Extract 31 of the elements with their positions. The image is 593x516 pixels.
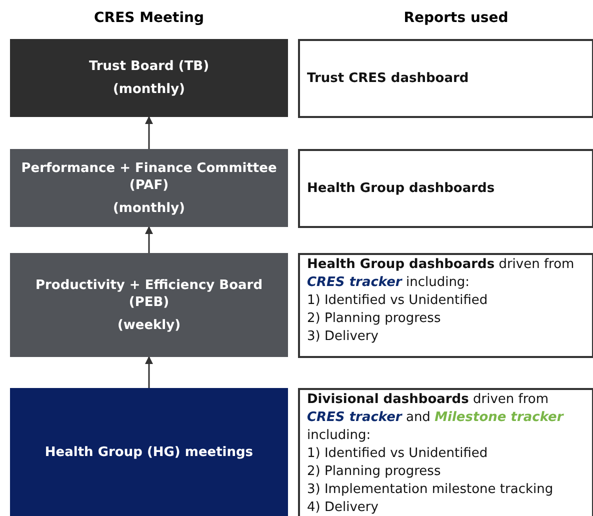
meeting-frequency: (monthly) (112, 200, 185, 216)
list-item: 2) Planning progress (307, 310, 442, 328)
list-item: 3) Implementation milestone tracking (307, 481, 554, 499)
report-name: Trust CRES dashboard (307, 70, 470, 88)
report-box (298, 39, 593, 118)
arrow (145, 356, 153, 388)
report-box (298, 149, 593, 228)
column-heading: CRES Meeting (94, 9, 204, 28)
meeting-name: Performance + Finance Committee (PAF) (20, 160, 278, 194)
list-item: 1) Identified vs Unidentified (307, 292, 489, 310)
meeting-box (10, 39, 288, 117)
list-item: 4) Delivery (307, 499, 380, 516)
meeting-name: Productivity + Efficiency Board (PEB) (34, 276, 264, 310)
meeting-name: Trust Board (TB) (88, 58, 210, 75)
meeting-name: Health Group (HG) meetings (44, 444, 254, 460)
list-item: 2) Planning progress (307, 463, 442, 481)
meeting-frequency: (weekly) (117, 316, 181, 334)
column-heading: Reports used (404, 9, 508, 28)
meeting-frequency: (monthly) (112, 81, 185, 98)
meeting-box (10, 388, 288, 516)
report-description: Divisional dashboards driven from CRES tracker and Milestone tracker including: (307, 391, 565, 445)
meeting-box (10, 149, 288, 227)
report-box (298, 388, 593, 516)
list-item: 1) Identified vs Unidentified (307, 445, 489, 463)
arrow (145, 116, 153, 149)
meeting-box (10, 253, 288, 357)
report-box (298, 253, 593, 358)
report-name: Health Group dashboards (307, 180, 496, 198)
arrow (145, 226, 153, 253)
report-description: Health Group dashboards driven from CRES tracker including: (307, 256, 576, 292)
list-item: 3) Delivery (307, 328, 380, 346)
